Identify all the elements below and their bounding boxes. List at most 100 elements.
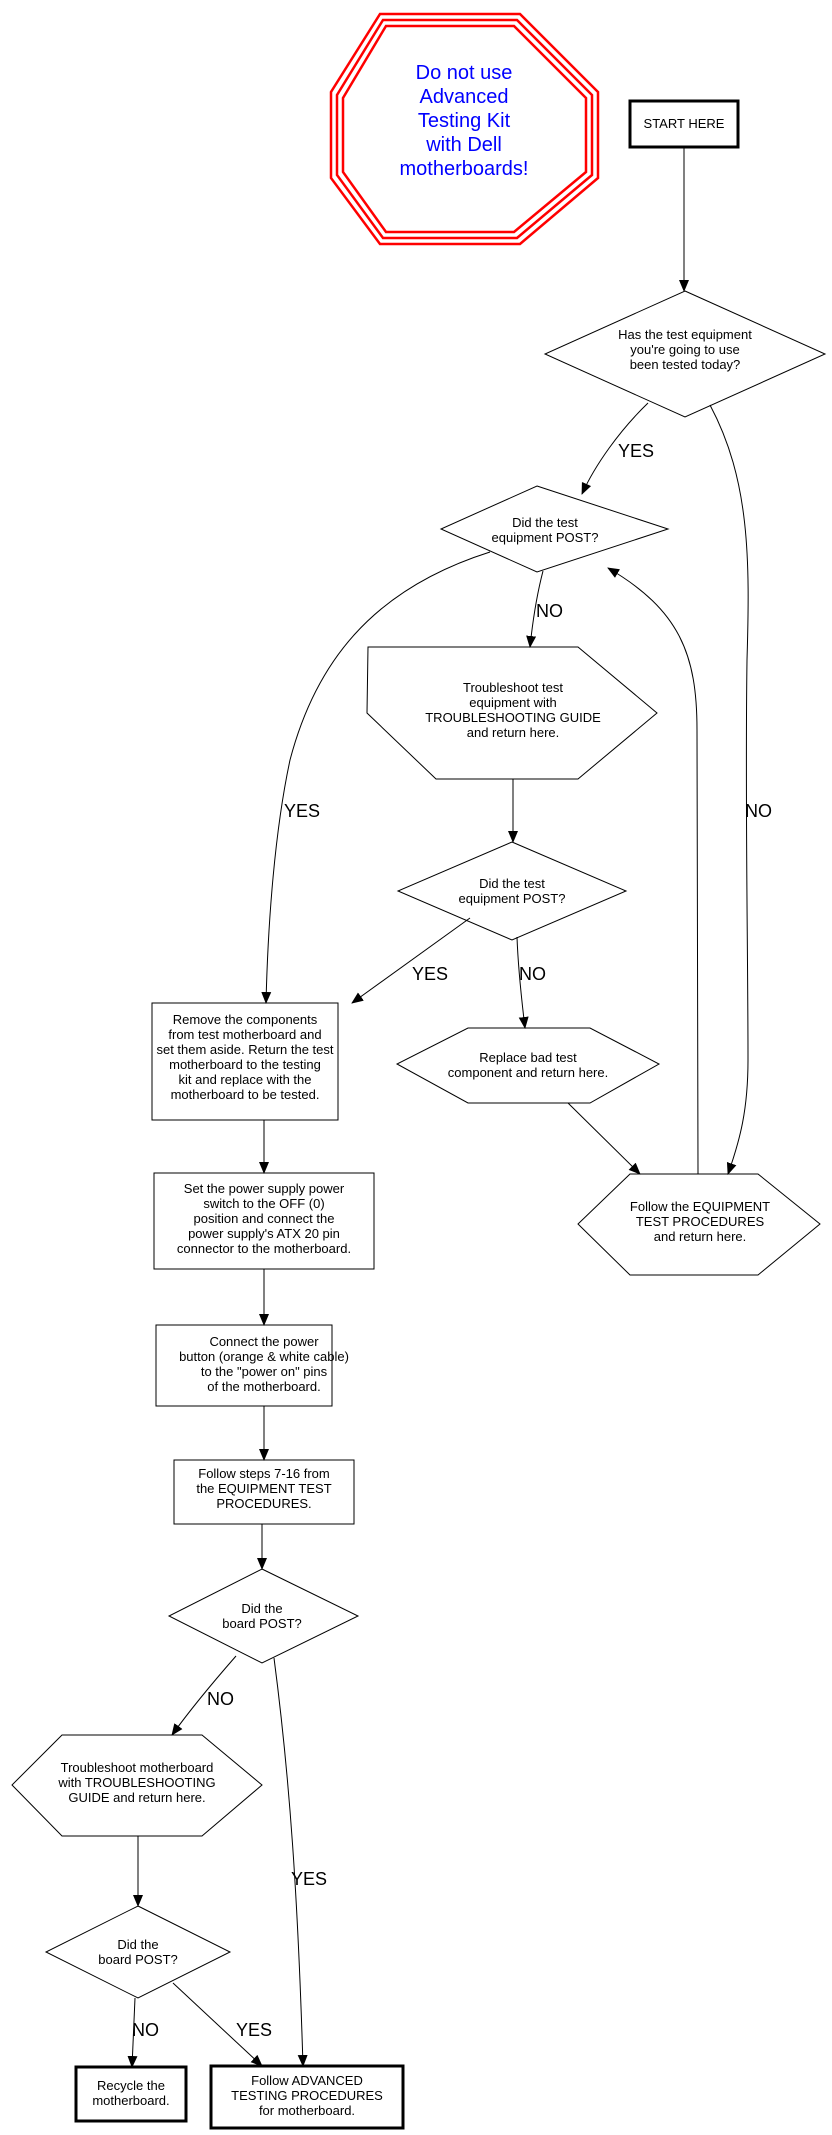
text-line: with Dell (425, 134, 502, 156)
text-line: kit and replace with the (179, 1072, 312, 1087)
text-line: Did the (241, 1601, 282, 1616)
edge-label-tested-yes: YES (618, 441, 654, 461)
text-line: to the "power on" pins (201, 1364, 328, 1379)
edge-tested-yes (581, 402, 649, 495)
text-line: Did the test (512, 515, 578, 530)
text-line: been tested today? (630, 357, 741, 372)
edge-post1-yes (261, 551, 491, 1004)
text-line: GUIDE and return here. (68, 1790, 205, 1805)
edge-post1-no (526, 570, 544, 648)
text-line: you're going to use (630, 342, 739, 357)
edge-label-board1-no: NO (207, 1689, 234, 1709)
text-line: motherboard to be tested. (171, 1087, 320, 1102)
edge-board2-no (127, 1997, 138, 2068)
edge-label-post2-yes: YES (412, 964, 448, 984)
text-line: component and return here. (448, 1065, 608, 1080)
text-line: Did the test (479, 876, 545, 891)
text-line: TESTING PROCEDURES (231, 2088, 383, 2103)
text-line: Connect the power (209, 1334, 319, 1349)
text-line: motherboard to the testing (169, 1057, 321, 1072)
edge-label-board2-yes: YES (236, 2020, 272, 2040)
edge-label-post2-no: NO (519, 964, 546, 984)
text-line: of the motherboard. (207, 1379, 320, 1394)
text-line: TEST PROCEDURES (636, 1214, 765, 1229)
text-line: Recycle the (97, 2078, 165, 2093)
text-line: Did the (117, 1937, 158, 1952)
edge-label-tested-no: NO (745, 801, 772, 821)
edge-label-board1-yes: YES (291, 1869, 327, 1889)
text-line: Remove the components (173, 1012, 318, 1027)
text-line: Advanced (420, 86, 509, 108)
text-line: Troubleshoot motherboard (61, 1760, 214, 1775)
text-line: the EQUIPMENT TEST (196, 1481, 331, 1496)
text-line: START HERE (644, 116, 725, 131)
text-line: with TROUBLESHOOTING (57, 1775, 215, 1790)
text-line: for motherboard. (259, 2103, 355, 2118)
edge-replace-to-follow (567, 1102, 641, 1175)
edge-follow-back-to-post1 (607, 567, 699, 1175)
edge-board1-no (171, 1655, 237, 1736)
edge-label-post1-yes: YES (284, 801, 320, 821)
text-line: position and connect the (194, 1211, 335, 1226)
text-line: Testing Kit (418, 110, 511, 132)
text-line: board POST? (98, 1952, 178, 1967)
text-line: TROUBLESHOOTING GUIDE (425, 710, 601, 725)
text-line: Follow ADVANCED (251, 2073, 363, 2088)
text-line: equipment POST? (459, 891, 566, 906)
text-line: Troubleshoot test (463, 680, 563, 695)
text-line: equipment with (469, 695, 556, 710)
start-box: START HERE (628, 99, 740, 149)
text-line: connector to the motherboard. (177, 1241, 351, 1256)
text-line: switch to the OFF (0) (203, 1196, 324, 1211)
text-line: motherboards! (400, 158, 529, 180)
edge-post2-yes (351, 917, 471, 1004)
text-line: motherboard. (92, 2093, 169, 2108)
text-line: Set the power supply power (184, 1181, 345, 1196)
text-line: Follow the EQUIPMENT (630, 1199, 770, 1214)
text-line: power supply's ATX 20 pin (188, 1226, 340, 1241)
text-line: equipment POST? (492, 530, 599, 545)
edge-board1-yes (273, 1657, 308, 2067)
text-line: Has the test equipment (618, 327, 752, 342)
text-line: Replace bad test (479, 1050, 577, 1065)
edge-label-board2-no: NO (132, 2020, 159, 2040)
text-line: and return here. (654, 1229, 747, 1244)
text-line: set them aside. Return the test (156, 1042, 333, 1057)
edge-labels: YES NO NO YES YES NO NO YES NO YES (132, 441, 772, 2040)
edge-board2-yes (172, 1982, 263, 2067)
edge-tested-no (709, 404, 749, 1175)
text-line: button (orange & white cable) (179, 1349, 349, 1364)
edges (127, 147, 749, 2068)
text-line: Do not use (416, 62, 513, 84)
